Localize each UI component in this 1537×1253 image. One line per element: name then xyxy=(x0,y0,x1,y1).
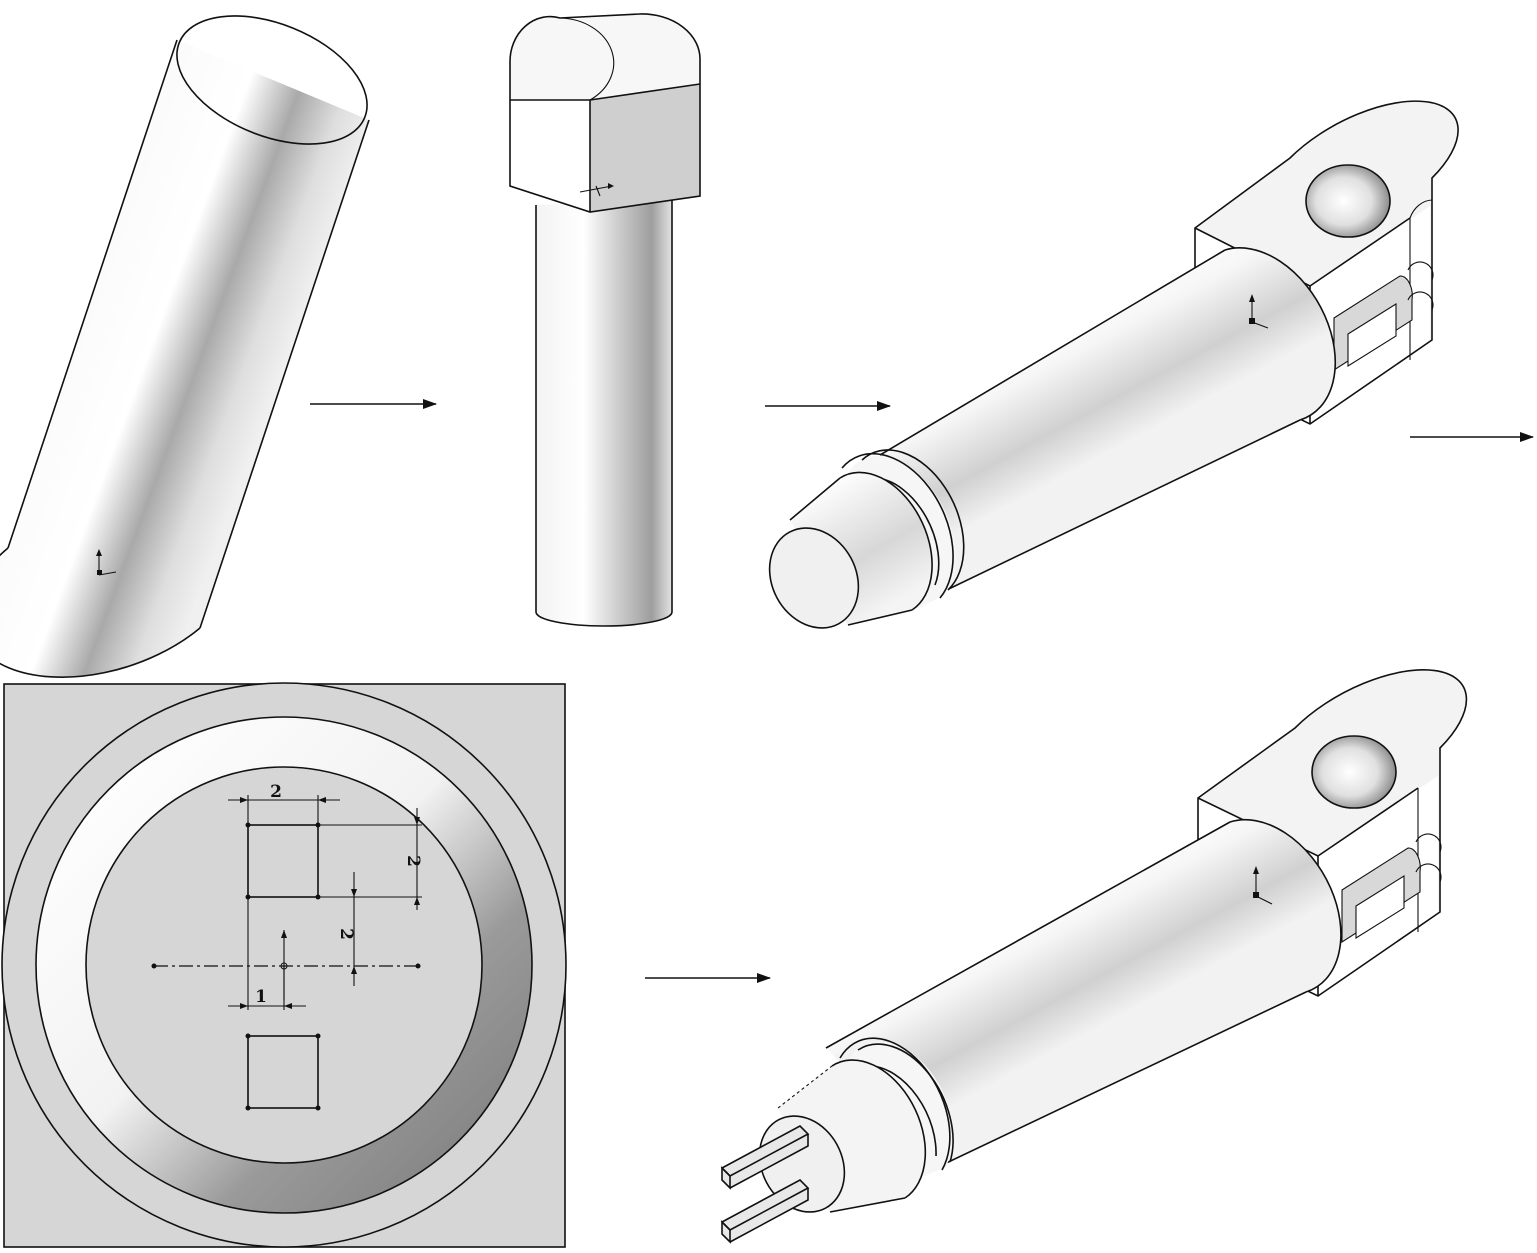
dim-square-width: 2 xyxy=(270,782,282,802)
step-3-shaft-with-clevis xyxy=(768,100,1459,629)
coordinate-triad-icon xyxy=(96,549,117,576)
coordinate-triad-icon xyxy=(1253,866,1273,905)
dim-center-offset-horizontal: 1 xyxy=(255,987,267,1007)
dim-center-offset-vertical: 2 xyxy=(336,928,356,940)
pin-lower xyxy=(720,1179,810,1244)
coordinate-triad-icon xyxy=(579,183,614,197)
step-2-shaft-with-block xyxy=(509,13,701,627)
coordinate-triad-icon xyxy=(1249,294,1269,329)
step-5-final-part-with-pins xyxy=(720,669,1468,1244)
step-4-sketch-view: 2 2 2 1 xyxy=(1,682,567,1248)
step-1-cylinder xyxy=(0,15,370,678)
pin-upper xyxy=(720,1125,810,1190)
dim-square-height: 2 xyxy=(403,855,423,867)
